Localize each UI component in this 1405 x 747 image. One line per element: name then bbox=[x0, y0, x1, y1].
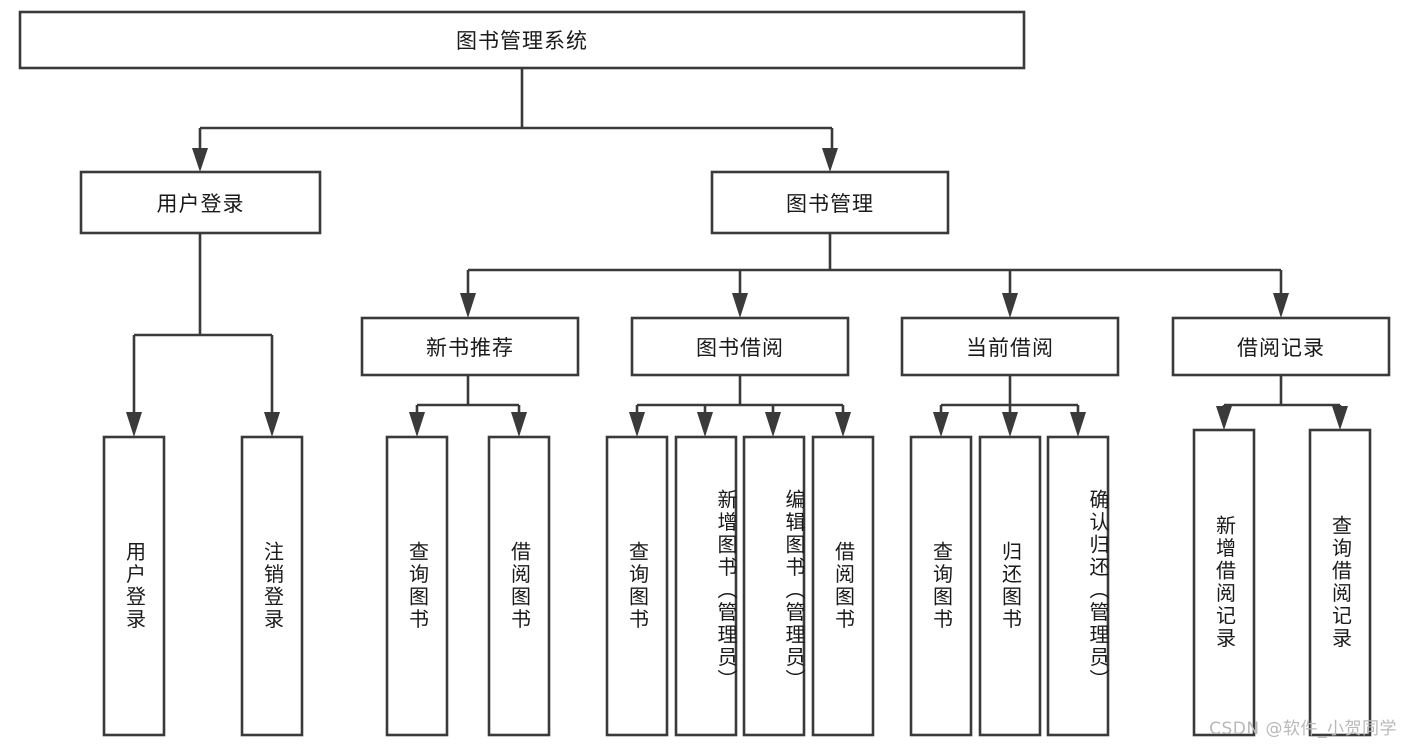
node-leaf-query-book-1[interactable] bbox=[385, 435, 449, 737]
node-borrow-record[interactable] bbox=[1171, 316, 1391, 377]
arrow-head-icon bbox=[835, 412, 851, 437]
arrow-head-icon bbox=[460, 293, 476, 318]
node-leaf-add-record[interactable] bbox=[1192, 428, 1256, 737]
arrow-head-icon bbox=[511, 412, 527, 437]
node-leaf-add-book[interactable] bbox=[674, 435, 738, 737]
arrow-head-icon bbox=[697, 412, 713, 437]
arrow-head-icon bbox=[933, 412, 949, 437]
arrow-head-icon bbox=[264, 412, 280, 437]
arrow-head-icon bbox=[192, 148, 208, 172]
arrow-head-icon bbox=[126, 412, 142, 437]
arrow-head-icon bbox=[1332, 406, 1348, 430]
connector-bookmanage-to-level3 bbox=[460, 233, 1289, 318]
arrow-head-icon bbox=[1002, 412, 1018, 437]
node-leaf-query-book-2[interactable] bbox=[605, 435, 669, 737]
arrow-head-icon bbox=[629, 412, 645, 437]
node-current-borrow[interactable] bbox=[900, 316, 1120, 377]
connector-root-to-level2 bbox=[192, 68, 838, 172]
node-leaf-confirm-return[interactable] bbox=[1046, 435, 1110, 737]
node-new-book-rec[interactable] bbox=[360, 316, 580, 377]
node-leaf-user-login[interactable] bbox=[102, 435, 166, 737]
arrow-head-icon bbox=[409, 412, 425, 437]
node-leaf-edit-book[interactable] bbox=[742, 435, 806, 737]
connector-bookborrow-to-leaves bbox=[629, 375, 851, 437]
arrow-head-icon bbox=[1216, 406, 1232, 430]
node-leaf-query-record[interactable] bbox=[1308, 428, 1372, 737]
arrow-head-icon bbox=[1273, 293, 1289, 318]
connector-borrowrecord-to-leaves bbox=[1216, 375, 1348, 430]
watermark-text: CSDN @软件_小贺同学 bbox=[1209, 719, 1397, 739]
connector-userlogin-to-leaves bbox=[126, 233, 280, 437]
node-root[interactable] bbox=[18, 10, 1026, 70]
node-user-login[interactable] bbox=[79, 170, 322, 235]
arrow-head-icon bbox=[732, 293, 748, 318]
arrow-head-icon bbox=[1070, 412, 1086, 437]
arrow-head-icon bbox=[1002, 293, 1018, 318]
node-leaf-borrow-book-2[interactable] bbox=[811, 435, 875, 737]
node-book-borrow[interactable] bbox=[630, 316, 850, 377]
arrow-head-icon bbox=[822, 148, 838, 172]
node-book-manage[interactable] bbox=[710, 170, 950, 235]
connector-newbook-to-leaves bbox=[409, 375, 527, 437]
node-leaf-logout[interactable] bbox=[240, 435, 304, 737]
arrow-head-icon bbox=[765, 412, 781, 437]
connector-currentborrow-to-leaves bbox=[933, 375, 1086, 437]
node-leaf-query-book-3[interactable] bbox=[909, 435, 973, 737]
node-leaf-return-book[interactable] bbox=[978, 435, 1042, 737]
node-leaf-borrow-book-1[interactable] bbox=[487, 435, 551, 737]
